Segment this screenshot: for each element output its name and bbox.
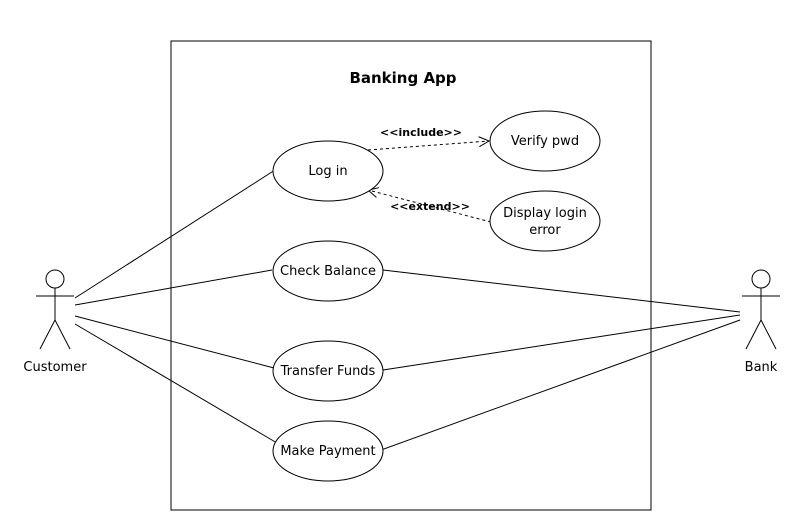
include-label: <<include>> bbox=[380, 126, 462, 139]
actor-bank-label: Bank bbox=[745, 360, 778, 375]
use-case-check-balance-label: Check Balance bbox=[280, 264, 376, 279]
association-bank-transfer-funds bbox=[382, 314, 741, 371]
use-case-log-in[interactable] bbox=[272, 140, 384, 202]
association-bank-check-balance bbox=[382, 269, 741, 313]
use-case-make-payment[interactable] bbox=[272, 420, 384, 482]
actor-bank-head-icon bbox=[751, 269, 771, 289]
use-case-verify-pwd[interactable] bbox=[489, 110, 601, 172]
system-title: Banking App bbox=[349, 69, 456, 87]
actor-customer-left-leg bbox=[39, 319, 56, 350]
use-case-make-payment-label: Make Payment bbox=[280, 444, 375, 459]
use-case-check-balance[interactable] bbox=[272, 240, 384, 302]
actor-bank[interactable] bbox=[742, 269, 780, 350]
include-arrow bbox=[367, 141, 489, 151]
use-case-log-in-label: Log in bbox=[308, 164, 347, 179]
use-case-display-login-error[interactable] bbox=[489, 190, 601, 252]
association-customer-transfer-funds bbox=[74, 315, 275, 369]
use-case-transfer-funds-label: Transfer Funds bbox=[280, 364, 376, 379]
actor-customer-head-icon bbox=[45, 269, 65, 289]
use-case-transfer-funds[interactable] bbox=[272, 340, 384, 402]
association-customer-check-balance bbox=[74, 269, 273, 306]
actor-bank-right-leg bbox=[760, 319, 777, 350]
extend-label: <<extend>> bbox=[390, 200, 470, 213]
actor-customer[interactable] bbox=[36, 269, 74, 350]
actor-bank-left-leg bbox=[745, 319, 762, 350]
association-customer-log-in bbox=[74, 169, 276, 299]
use-case-display-login-error-label-line2: error bbox=[529, 223, 561, 238]
actor-customer-right-leg bbox=[54, 319, 71, 350]
use-case-display-login-error-label-line1: Display login bbox=[503, 206, 587, 221]
actor-customer-label: Customer bbox=[23, 360, 87, 375]
use-case-verify-pwd-label: Verify pwd bbox=[511, 134, 579, 149]
association-customer-make-payment bbox=[74, 323, 278, 444]
association-bank-make-payment bbox=[380, 319, 741, 451]
